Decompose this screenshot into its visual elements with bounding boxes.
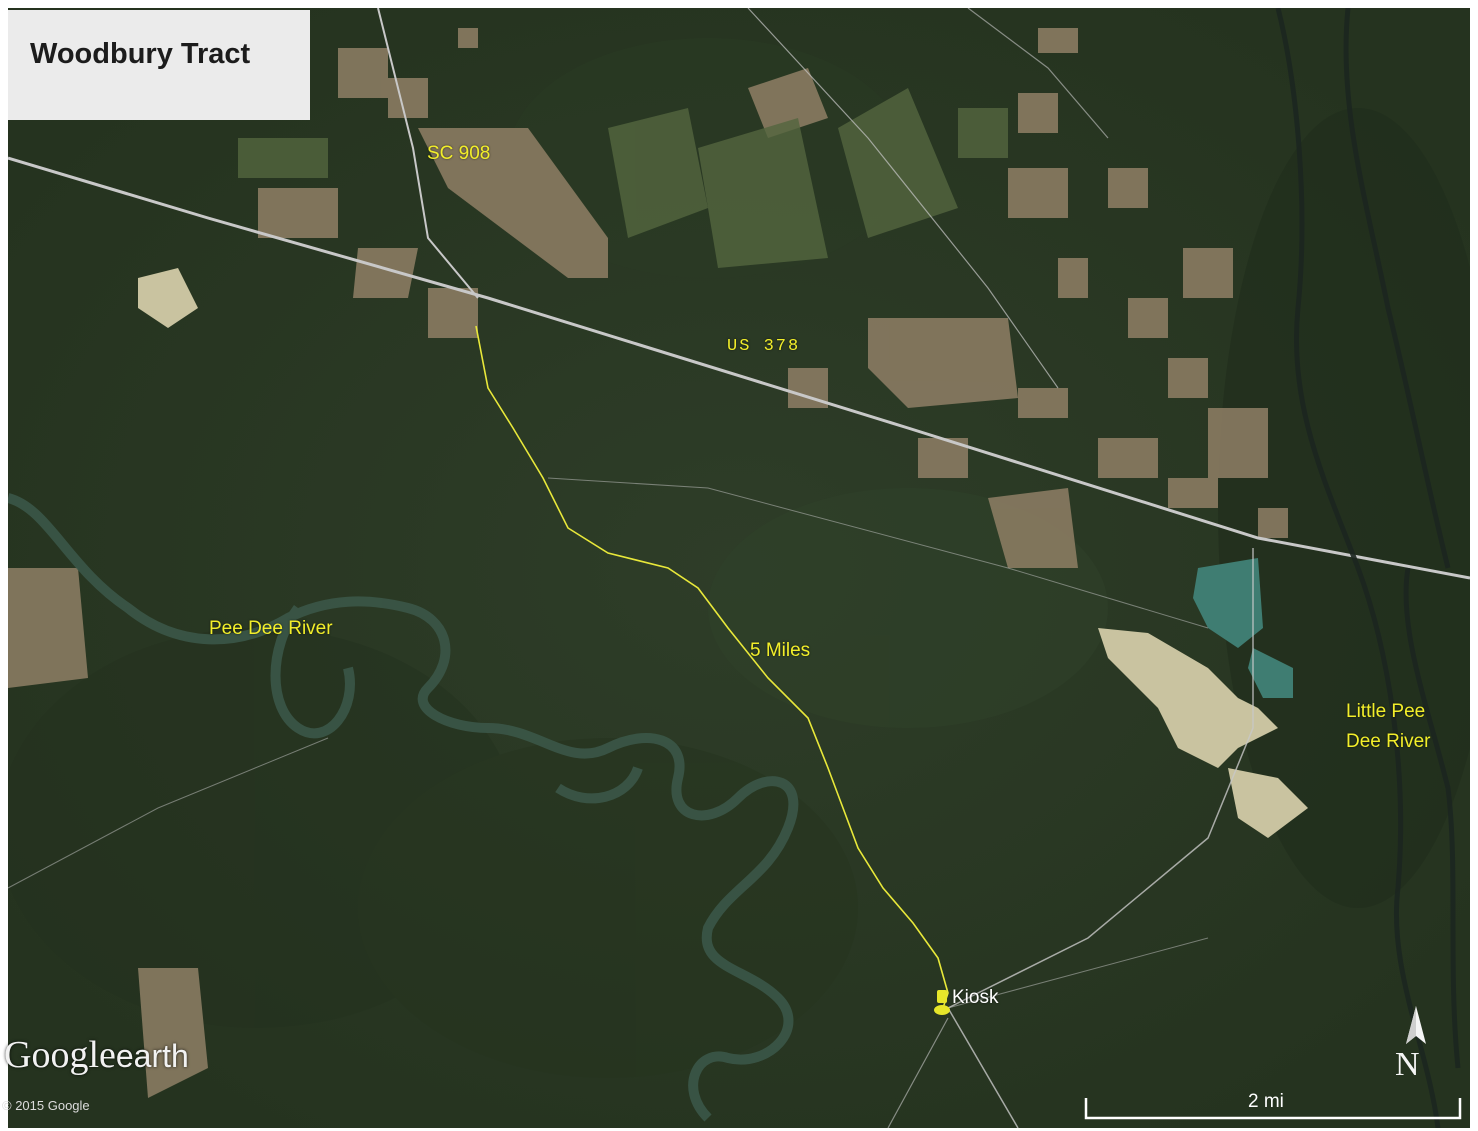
title-box: Woodbury Tract [8,10,310,120]
ponds [1193,558,1293,698]
label-kiosk: Kiosk [952,987,999,1008]
label-little-pee-dee-line1: Little Pee [1346,701,1426,722]
satellite-map[interactable] [8,8,1470,1128]
scale-bar-label: 2 mi [1248,1091,1284,1112]
route-line [475,325,949,1009]
label-us-378: US 378 [727,337,801,356]
quarry [138,268,1308,838]
label-route-distance: 5 Miles [750,640,811,661]
fields [8,28,1288,1098]
roads [8,8,1470,1128]
pee-dee-river [8,493,799,1122]
label-little-pee-dee-line2: Dee River [1346,731,1431,752]
label-sc-908: SC 908 [427,143,491,164]
satellite-imagery [8,8,1470,1128]
scale-bar-graphic [1084,1098,1462,1120]
google-earth-logo: Googleearth [4,1033,189,1077]
label-pee-dee-river: Pee Dee River [209,618,333,639]
compass-arrow [1406,1006,1426,1044]
kiosk-pin [934,990,950,1015]
copyright-text: © 2015 Google [2,1098,90,1113]
map-title: Woodbury Tract [30,38,251,70]
compass-north-label[interactable]: N [1395,1046,1420,1083]
little-pee-dee-river [1275,8,1461,1128]
google-logo-text: Google [4,1034,116,1076]
earth-logo-text: earth [115,1038,189,1074]
